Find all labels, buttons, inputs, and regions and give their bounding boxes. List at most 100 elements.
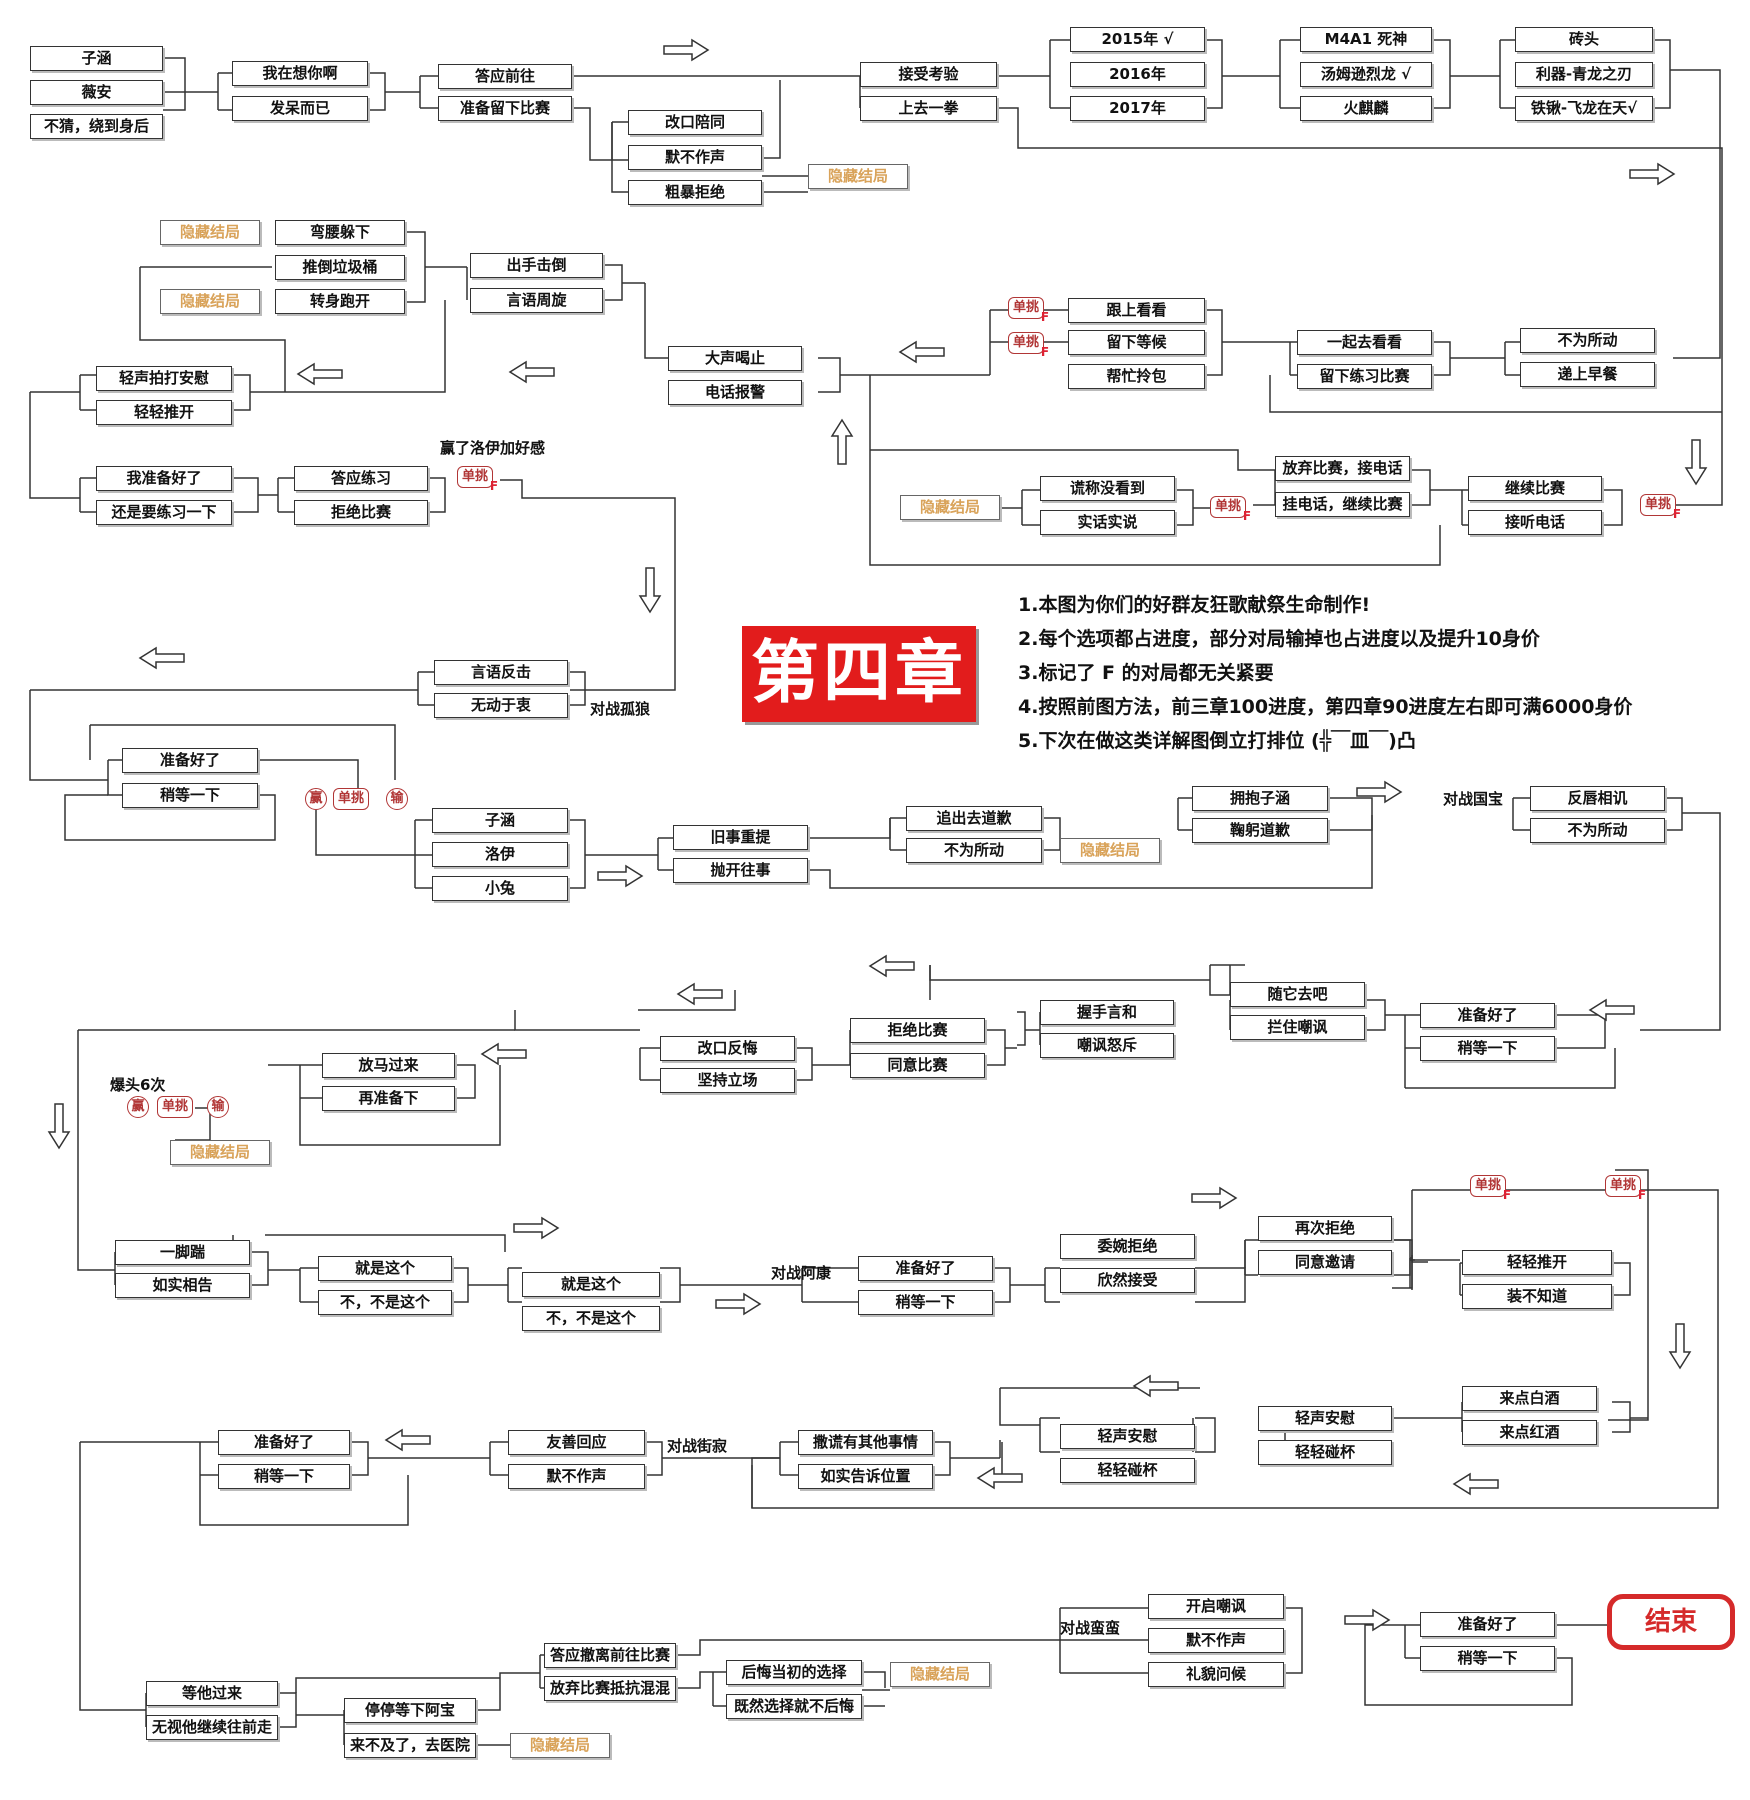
option-shangqu[interactable]: 上去一拳 [860,96,997,121]
option-yanyu[interactable]: 言语周旋 [470,288,603,313]
option-rushigaosu[interactable]: 如实告诉位置 [798,1464,933,1489]
option-huangcheng[interactable]: 谎称没看到 [1040,476,1175,501]
option-zaizhunbei[interactable]: 再准备下 [322,1086,455,1111]
option-dianhua[interactable]: 电话报警 [668,380,802,405]
option-buwei3[interactable]: 不为所动 [906,838,1042,863]
option-m4a1[interactable]: M4A1 死神 [1300,27,1432,52]
option-shihua[interactable]: 实话实说 [1040,510,1175,535]
option-tieqiao[interactable]: 铁锹-飞龙在天√ [1515,96,1653,121]
option-buwei2[interactable]: 不为所动 [1520,328,1655,353]
option-buwei[interactable]: 不猜，绕到身后 [30,114,163,139]
option-shaodeng3[interactable]: 稍等一下 [858,1290,993,1315]
option-daying[interactable]: 答应前往 [438,64,572,89]
option-yiqi[interactable]: 一起去看看 [1297,330,1432,355]
option-zihan[interactable]: 子涵 [30,46,163,71]
option-paokai[interactable]: 抛开往事 [673,858,808,883]
option-hongjiu[interactable]: 来点红酒 [1462,1420,1597,1445]
option-baijiu[interactable]: 来点白酒 [1462,1386,1597,1411]
option-wanyao[interactable]: 弯腰躲下 [275,220,405,245]
option-fangma[interactable]: 放马过来 [322,1053,455,1078]
option-suita[interactable]: 随它去吧 [1230,982,1365,1007]
option-wushi[interactable]: 无视他继续往前走 [146,1715,278,1740]
option-tangmu[interactable]: 汤姆逊烈龙 √ [1300,62,1432,87]
option-yanyufanji[interactable]: 言语反击 [434,660,568,685]
option-pengbei2[interactable]: 轻轻碰杯 [1060,1458,1195,1483]
option-rushi[interactable]: 如实相告 [115,1273,250,1298]
option-shaodeng2[interactable]: 稍等一下 [1420,1036,1555,1061]
option-zhunbei5[interactable]: 准备好了 [218,1430,350,1455]
option-guadian[interactable]: 挂电话，继续比赛 [1275,492,1410,517]
option-jieting[interactable]: 接听电话 [1468,510,1602,535]
option-xiangni[interactable]: 我在想你啊 [232,61,368,86]
option-fanchun[interactable]: 反唇相讥 [1530,786,1665,811]
option-2016[interactable]: 2016年 [1070,62,1205,87]
option-zihan2[interactable]: 子涵 [432,808,568,833]
option-pengbei1[interactable]: 轻轻碰杯 [1258,1440,1392,1465]
option-shaodeng5[interactable]: 稍等一下 [1420,1646,1555,1671]
option-mobu2[interactable]: 默不作声 [508,1464,645,1489]
option-wudong[interactable]: 无动于衷 [434,693,568,718]
option-buwei4[interactable]: 不为所动 [1530,818,1665,843]
option-luoyi[interactable]: 洛伊 [432,842,568,867]
option-qingqing[interactable]: 轻轻推开 [96,400,232,425]
option-denghe[interactable]: 等他过来 [146,1681,278,1706]
option-dayingche[interactable]: 答应撤离前往比赛 [544,1643,676,1668]
option-chaofeng[interactable]: 嘲讽怒斥 [1040,1033,1174,1058]
option-sahuang[interactable]: 撒谎有其他事情 [798,1430,933,1455]
option-tongyi[interactable]: 同意比赛 [850,1053,985,1078]
option-chushou[interactable]: 出手击倒 [470,253,603,278]
option-zhuichu[interactable]: 追出去道歉 [906,806,1042,831]
option-zhuang[interactable]: 装不知道 [1462,1284,1612,1309]
option-jixu[interactable]: 继续比赛 [1468,476,1602,501]
option-cubao[interactable]: 粗暴拒绝 [628,180,762,205]
option-dishang[interactable]: 递上早餐 [1520,362,1655,387]
option-shaodeng1[interactable]: 稍等一下 [122,783,258,808]
option-mobu3[interactable]: 默不作声 [1148,1628,1284,1653]
option-2015[interactable]: 2015年 √ [1070,27,1205,52]
option-yinglian[interactable]: 答应练习 [294,466,428,491]
option-bushi1[interactable]: 不，不是这个 [318,1290,452,1315]
option-dasheng[interactable]: 大声喝止 [668,346,802,371]
option-genshang[interactable]: 跟上看看 [1068,298,1205,323]
option-qingsheng[interactable]: 轻声拍打安慰 [96,366,232,391]
option-zhunbei2[interactable]: 准备好了 [122,748,258,773]
option-fangqi[interactable]: 放弃比赛，接电话 [1275,456,1410,481]
option-jujue2[interactable]: 拒绝比赛 [850,1018,985,1043]
option-lanzhu[interactable]: 拦住嘲讽 [1230,1015,1365,1040]
option-anwei[interactable]: 轻声安慰 [1258,1406,1392,1431]
option-zhunbei6[interactable]: 准备好了 [1420,1612,1555,1637]
option-houhui[interactable]: 后悔当初的选择 [726,1660,862,1685]
option-youshan[interactable]: 友善回应 [508,1430,645,1455]
option-zaici[interactable]: 再次拒绝 [1258,1216,1392,1241]
option-zhunbei1[interactable]: 我准备好了 [96,466,232,491]
option-jiushizhe2[interactable]: 就是这个 [522,1272,660,1297]
option-tuidao[interactable]: 推倒垃圾桶 [275,255,405,280]
option-yongbao[interactable]: 拥抱子涵 [1192,786,1328,811]
option-jujue1[interactable]: 拒绝比赛 [294,500,428,525]
option-jiran[interactable]: 既然选择就不后悔 [726,1694,862,1719]
option-zhunbei3[interactable]: 准备好了 [1420,1003,1555,1028]
option-bangmang[interactable]: 帮忙拎包 [1068,364,1205,389]
option-fangqibi[interactable]: 放弃比赛抵抗混混 [544,1676,676,1701]
option-zhuanshen[interactable]: 转身跑开 [275,289,405,314]
option-jianchi[interactable]: 坚持立场 [660,1068,795,1093]
option-liuxia2[interactable]: 留下等候 [1068,330,1205,355]
option-qingtui[interactable]: 轻轻推开 [1462,1250,1612,1275]
option-bushi2[interactable]: 不，不是这个 [522,1306,660,1331]
option-zhuantou[interactable]: 砖头 [1515,27,1653,52]
option-xinran[interactable]: 欣然接受 [1060,1268,1195,1293]
option-yijiao[interactable]: 一脚踹 [115,1240,250,1265]
option-zhunbei4[interactable]: 准备好了 [858,1256,993,1281]
option-gaikoufanhui[interactable]: 改口反悔 [660,1036,795,1061]
option-liuxia[interactable]: 准备留下比赛 [438,96,572,121]
option-liqi[interactable]: 利器-青龙之刃 [1515,62,1653,87]
option-xiaotu[interactable]: 小兔 [432,876,568,901]
option-weiwan[interactable]: 委婉拒绝 [1060,1234,1195,1259]
option-woshou[interactable]: 握手言和 [1040,1000,1174,1025]
option-mobu[interactable]: 默不作声 [628,145,762,170]
option-jiushizhe1[interactable]: 就是这个 [318,1256,452,1281]
option-gaikou[interactable]: 改口陪同 [628,110,762,135]
option-haishi[interactable]: 还是要练习一下 [96,500,232,525]
option-limao[interactable]: 礼貌问候 [1148,1662,1284,1687]
option-fadai[interactable]: 发呆而已 [232,96,368,121]
